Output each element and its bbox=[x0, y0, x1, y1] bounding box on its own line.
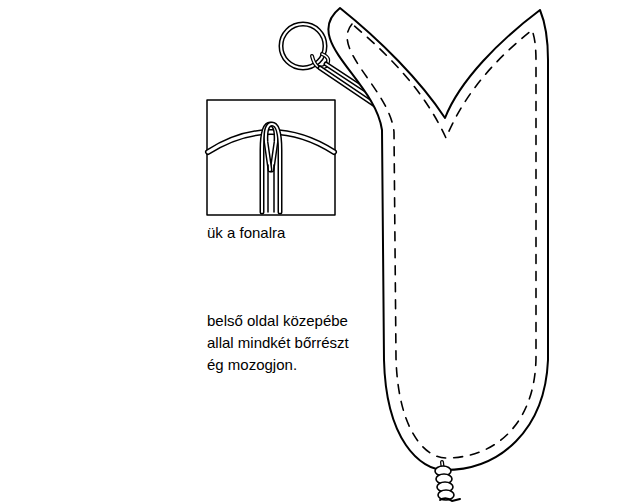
key-ring bbox=[281, 24, 328, 68]
instruction-text: allal mindkét bőrrészt bbox=[207, 334, 349, 352]
knot-detail bbox=[208, 124, 334, 212]
leather-tulip bbox=[328, 8, 548, 470]
inset-box bbox=[207, 100, 335, 215]
instruction-text: belső oldal közepébe bbox=[207, 312, 348, 330]
bead-cord bbox=[435, 462, 460, 501]
stitching bbox=[347, 24, 536, 458]
instruction-text: ég mozogjon. bbox=[207, 356, 297, 374]
instruction-text: ük a fonalra bbox=[207, 224, 285, 242]
